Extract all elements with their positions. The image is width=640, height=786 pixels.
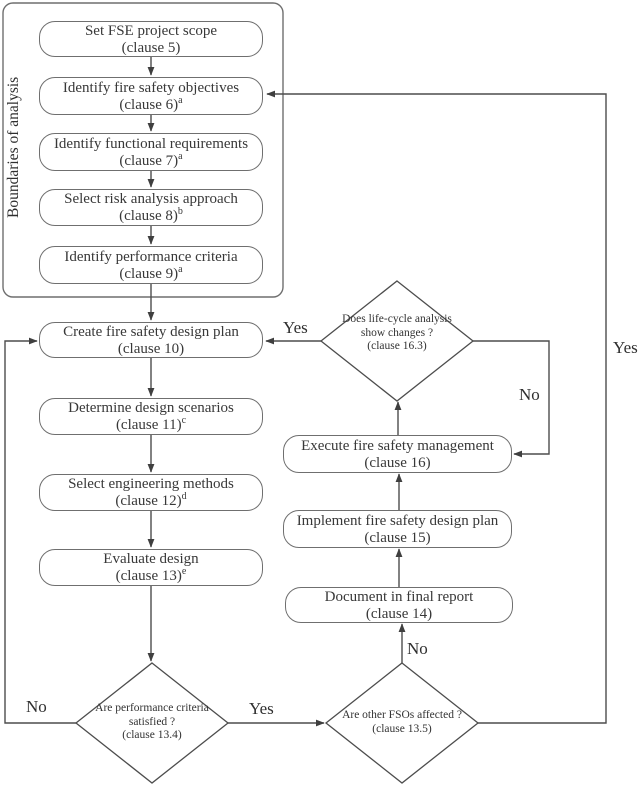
node-title: Identify fire safety objectives: [62, 79, 240, 96]
node-identify-fire-safety-objectives: Identify fire safety objectives (clause …: [39, 77, 263, 115]
edge-label-lifecycle-yes: Yes: [283, 318, 308, 337]
node-clause: (clause 13)e: [115, 566, 187, 585]
edge-label-performance-yes: Yes: [249, 699, 274, 718]
node-determine-design-scenarios: Determine design scenarios (clause 11)c: [39, 398, 263, 435]
node-clause: (clause 14): [365, 605, 433, 622]
node-clause: (clause 6)a: [119, 94, 183, 113]
node-select-engineering-methods: Select engineering methods (clause 12)d: [39, 474, 263, 511]
node-clause: (clause 8)b: [119, 206, 183, 225]
node-clause: (clause 5): [121, 39, 181, 56]
node-clause: (clause 15): [364, 529, 431, 546]
node-clause: (clause 12)d: [115, 491, 187, 510]
node-title: Identify functional requirements: [53, 135, 249, 152]
boundary-label: Boundaries of analysis: [5, 76, 22, 218]
edge-lifecycle-no-execute: [473, 340, 550, 458]
decision-lifecycle-shape: [319, 280, 475, 402]
edge-label-lifecycle-no: No: [519, 385, 540, 404]
edge-label-fsos-no: No: [407, 639, 428, 658]
node-title: Document in final report: [324, 588, 474, 605]
node-create-fire-safety-design-plan: Create fire safety design plan (clause 1…: [39, 322, 263, 358]
decision-lifecycle: Does life-cycle analysis show changes ? …: [342, 313, 452, 352]
node-execute-fire-safety-management: Execute fire safety management (clause 1…: [283, 435, 512, 473]
node-title: Evaluate design: [103, 551, 199, 567]
node-clause: (clause 9)a: [119, 263, 183, 282]
node-title: Determine design scenarios: [68, 400, 234, 416]
node-clause: (clause 16): [364, 454, 431, 471]
node-evaluate-design: Evaluate design (clause 13)e: [39, 549, 263, 586]
boundary-box: [2, 2, 284, 298]
node-title: Identify performance criteria: [64, 248, 238, 265]
node-title: Select engineering methods: [68, 476, 234, 492]
node-title: Implement fire safety design plan: [296, 512, 499, 529]
node-identify-performance-criteria: Identify performance criteria (clause 9)…: [39, 246, 263, 284]
edge-performance-no-loop: [4, 337, 76, 724]
node-title: Execute fire safety management: [301, 437, 494, 454]
node-title: Select risk analysis approach: [64, 191, 238, 207]
node-clause: (clause 10): [117, 340, 185, 357]
edge-label-performance-no: No: [26, 697, 47, 716]
node-document-in-final-report: Document in final report (clause 14): [285, 587, 513, 623]
node-implement-fire-safety-design-plan: Implement fire safety design plan (claus…: [283, 510, 512, 548]
node-set-fse-project-scope: Set FSE project scope (clause 5): [39, 21, 263, 57]
decision-fsos: Are other FSOs affected ? (clause 13.5): [342, 709, 462, 735]
decision-performance: Are performance criteria satisfied ? (cl…: [95, 702, 209, 741]
edge-fsos-yes-objectives-loop: [266, 90, 607, 724]
decision-performance-shape: [74, 662, 230, 784]
edge-label-fsos-yes: Yes: [613, 338, 638, 357]
node-title: Set FSE project scope: [84, 22, 218, 39]
node-clause: (clause 7)a: [119, 150, 183, 169]
node-clause: (clause 11)c: [115, 415, 187, 434]
node-title: Create fire safety design plan: [63, 323, 239, 340]
node-select-risk-analysis-approach: Select risk analysis approach (clause 8)…: [39, 189, 263, 226]
node-identify-functional-requirements: Identify functional requirements (clause…: [39, 133, 263, 171]
decision-fsos-shape: [324, 662, 480, 784]
